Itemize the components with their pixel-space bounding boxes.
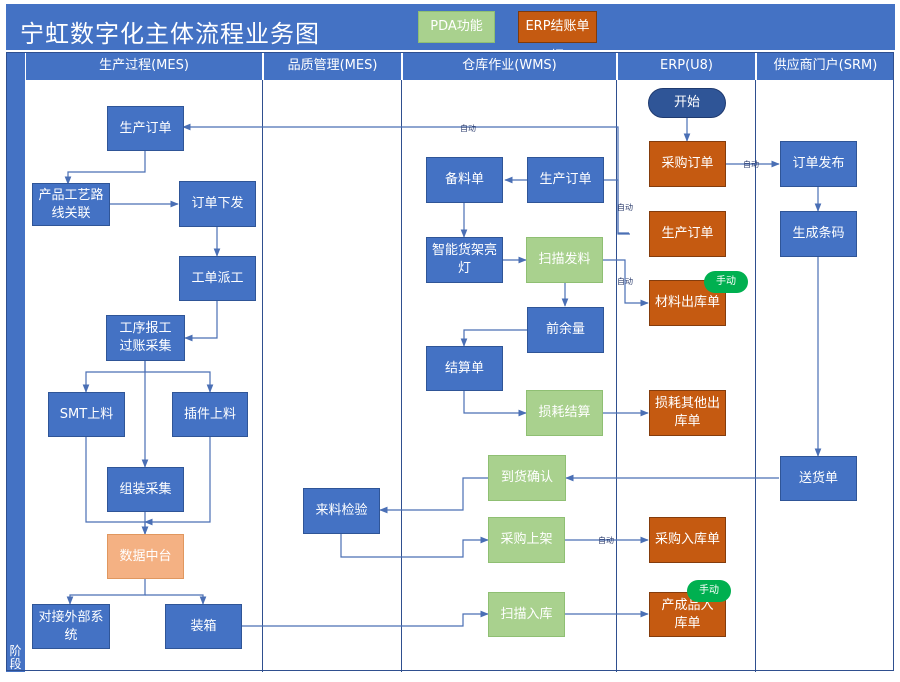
edge: [379, 477, 488, 514]
loss-other-outbound[interactable]: 损耗其他出库单: [649, 390, 726, 436]
remaining-qty[interactable]: 前余量: [527, 307, 604, 353]
purchase-order[interactable]: 采购订单: [649, 141, 726, 187]
edge: [340, 534, 489, 558]
manual-badge: 手动: [704, 271, 748, 293]
route-link[interactable]: 产品工艺路线关联: [32, 183, 110, 226]
order-issue[interactable]: 订单下发: [179, 181, 256, 227]
lane-divider: [401, 80, 403, 672]
scan-issue[interactable]: 扫描发料: [526, 237, 603, 283]
diagram-title: 宁虹数字化主体流程业务图: [20, 20, 320, 48]
external-system[interactable]: 对接外部系统: [32, 604, 110, 649]
edge: [64, 151, 146, 185]
lane-header-wms: 仓库作业(WMS): [403, 52, 616, 80]
incoming-inspection[interactable]: 来料检验: [303, 488, 380, 534]
edge: [242, 610, 489, 627]
settlement-sheet[interactable]: 结算单: [426, 346, 503, 391]
data-center[interactable]: 数据中台: [107, 534, 184, 579]
order-publish[interactable]: 订单发布: [780, 141, 857, 187]
process-report[interactable]: 工序报工过账采集: [106, 315, 185, 361]
edge: [145, 371, 214, 393]
lane-header-mes-production: 生产过程(MES): [26, 52, 262, 80]
plugin-feeding[interactable]: 插件上料: [172, 392, 248, 437]
lane-header-erp: ERP(U8): [618, 52, 755, 80]
purchase-inbound[interactable]: 采购入库单: [649, 517, 726, 563]
edge: [460, 329, 527, 347]
edge-label-auto: 自动: [743, 159, 759, 169]
work-dispatch[interactable]: 工单派工: [179, 256, 256, 301]
edge: [144, 437, 211, 526]
wms-production-order[interactable]: 生产订单: [527, 157, 604, 203]
generate-barcode[interactable]: 生成条码: [780, 211, 857, 257]
edge: [66, 579, 146, 605]
assembly-collect[interactable]: 组装采集: [107, 467, 184, 512]
smart-rack-light[interactable]: 智能货架亮灯: [426, 237, 503, 283]
smt-feeding[interactable]: SMT上料: [48, 392, 125, 437]
edge-label-auto: 自动: [598, 535, 614, 545]
stage-label: 阶段: [9, 644, 22, 671]
edge: [603, 259, 649, 307]
edge: [82, 361, 146, 393]
arrival-confirm[interactable]: 到货确认: [488, 455, 566, 501]
edge: [145, 594, 207, 605]
lane-header-mes-quality: 品质管理(MES): [264, 52, 401, 80]
stage-bar: [6, 52, 25, 672]
manual-badge: 手动: [687, 580, 731, 602]
edge-label-auto: 自动: [617, 276, 633, 286]
erp-production-order[interactable]: 生产订单: [649, 211, 726, 257]
legend-pda: PDA功能: [418, 11, 495, 43]
start-node[interactable]: 开始: [648, 88, 726, 118]
mes-production-order[interactable]: 生产订单: [107, 106, 184, 151]
lane-divider: [755, 80, 757, 672]
picking-list[interactable]: 备料单: [426, 157, 503, 203]
edge: [604, 179, 629, 234]
lane-divider: [262, 80, 264, 672]
edge-label-auto: 自动: [617, 202, 633, 212]
delivery-note[interactable]: 送货单: [780, 456, 857, 501]
loss-settlement[interactable]: 损耗结算: [526, 390, 603, 436]
lane-header-srm: 供应商门户(SRM): [757, 52, 894, 80]
packing[interactable]: 装箱: [165, 604, 242, 649]
edge-label-auto: 自动: [460, 123, 476, 133]
lane-divider: [616, 80, 618, 672]
edge: [184, 301, 218, 342]
legend-erp: ERP结账单据: [518, 11, 597, 64]
purchase-shelve[interactable]: 采购上架: [488, 517, 565, 563]
scan-inbound[interactable]: 扫描入库: [488, 592, 565, 637]
edge: [463, 391, 527, 417]
